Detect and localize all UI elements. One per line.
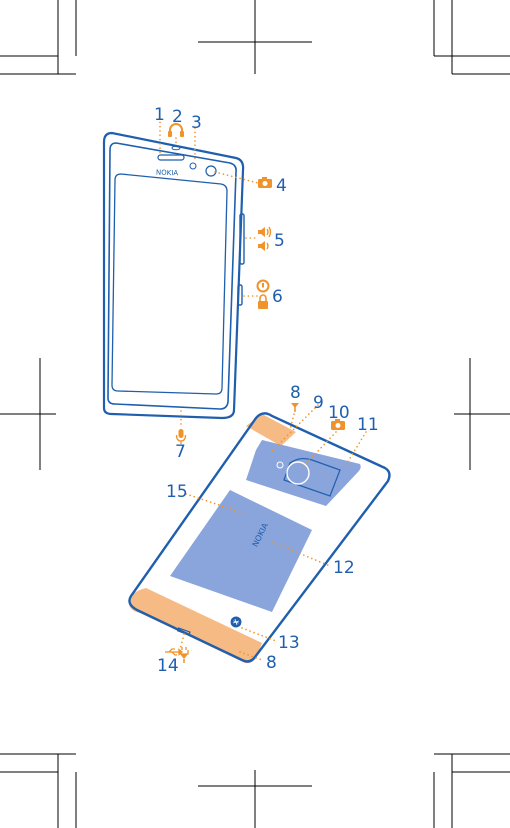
phone-front-screen: [112, 174, 227, 394]
nfc-icon: [229, 615, 243, 629]
volume-up-icon: [258, 227, 271, 237]
callout-8-top: 8: [290, 383, 301, 403]
side-key-power: [238, 285, 242, 305]
callout-10: 10: [328, 403, 350, 423]
front-brand-logo: NOKIA: [156, 169, 179, 178]
crop-marks-bottom: [0, 754, 510, 828]
earpiece: [158, 155, 184, 160]
callout-1: 1: [154, 105, 165, 125]
charge-icon: [180, 647, 188, 663]
front-camera: [206, 166, 216, 176]
power-icon: [258, 281, 269, 292]
callout-8-bottom: 8: [266, 653, 277, 673]
callout-9: 9: [313, 393, 324, 413]
proximity-sensor: [190, 163, 196, 169]
callout-2: 2: [172, 107, 183, 127]
callout-11: 11: [357, 415, 379, 435]
camera-icon: [258, 177, 272, 188]
callout-13: 13: [278, 633, 300, 653]
callout-6: 6: [272, 287, 283, 307]
phone-back: NOKIA: [129, 413, 390, 663]
callout-5: 5: [274, 231, 285, 251]
volume-down-icon: [258, 241, 268, 251]
back-band-top: [246, 414, 296, 446]
main-camera-lens: [287, 462, 309, 484]
callout-14: 14: [157, 656, 179, 676]
phone-front-inner-body: [108, 143, 236, 409]
callout-4: 4: [276, 176, 287, 196]
lock-icon: [258, 295, 268, 309]
callout-15: 15: [166, 482, 188, 502]
crop-marks-top: [0, 0, 510, 74]
callout-12: 12: [333, 558, 355, 578]
callout-7: 7: [175, 442, 186, 462]
callout-3: 3: [191, 113, 202, 133]
antenna-icon: [291, 403, 299, 412]
